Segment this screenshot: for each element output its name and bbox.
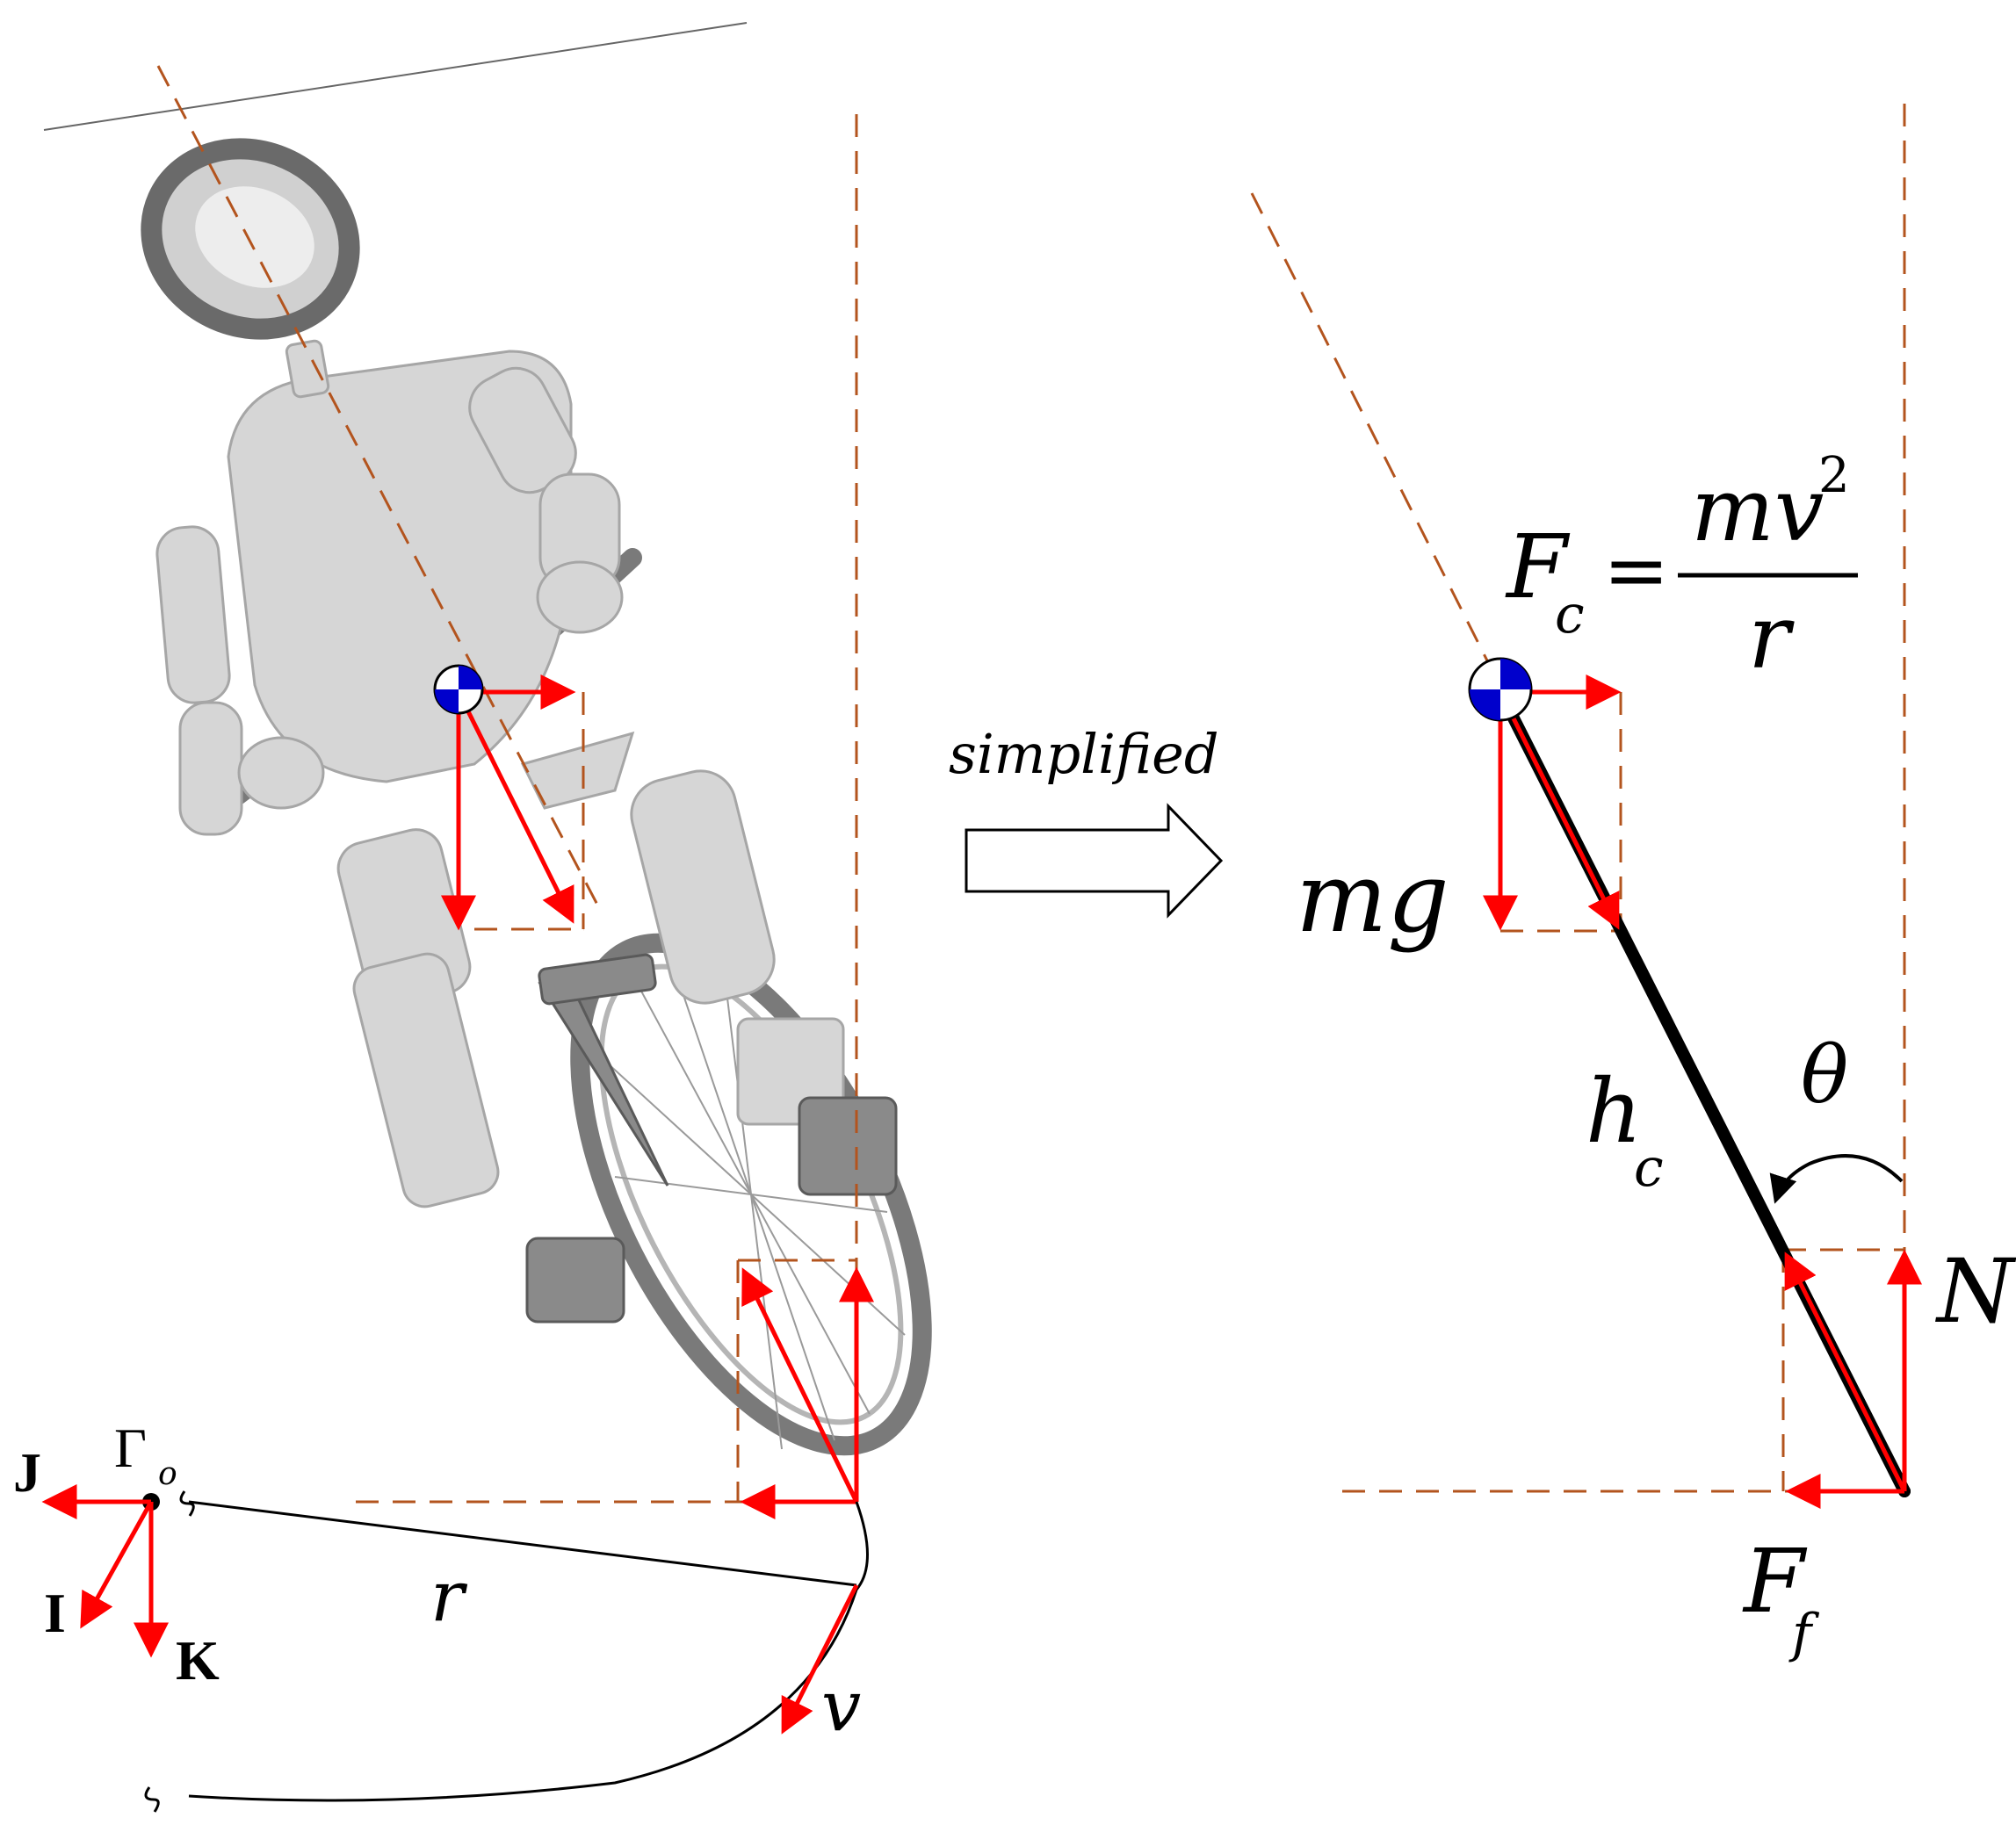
rider-figure [43, 22, 932, 1456]
centripetal-force-label: F [1505, 516, 1571, 618]
ground-resultant-arrow [1784, 1252, 1907, 1493]
left-hand [237, 736, 325, 810]
axis-I-label: I [44, 1582, 66, 1644]
center-of-mass-icon [433, 664, 484, 715]
equals-sign: = [1603, 524, 1669, 617]
head-highlight [195, 186, 314, 288]
gamma-label: Γ [114, 1417, 147, 1479]
simplified-label: simplified [949, 722, 1219, 786]
hollow-arrow-right-icon [965, 803, 1224, 919]
normal-force-label: N [1935, 1240, 2016, 1343]
height-subscript: c [1634, 1137, 1664, 1199]
right-thigh [630, 769, 776, 1005]
path-break-bottom [144, 1786, 160, 1813]
axis-I-arrow [80, 1500, 154, 1629]
gamma-subscript: o [158, 1456, 177, 1492]
lean-axis-line-right [1250, 192, 1502, 688]
saddle [520, 731, 635, 810]
formula-exponent: 2 [1818, 447, 1850, 504]
ground-resultant-arrow-left [741, 1267, 859, 1504]
right-hand [536, 560, 624, 634]
friction-force-label: F [1742, 1530, 1808, 1633]
resultant-arrow [1498, 690, 1620, 930]
center-of-mass-icon-right [1468, 657, 1533, 722]
coordinate-frame [41, 1484, 169, 1658]
lean-axis-line [156, 65, 599, 905]
formula-numerator: mv [1691, 458, 1824, 561]
radius-line [188, 1500, 857, 1587]
axis-J-label: J [13, 1441, 41, 1504]
centripetal-force-subscript: c [1555, 584, 1585, 646]
gravity-label: mg [1296, 841, 1449, 954]
neck [285, 339, 330, 399]
turn-path [188, 1501, 869, 1802]
left-upper-arm [155, 525, 231, 704]
ground-edge [43, 22, 748, 131]
velocity-arrow [781, 1583, 859, 1735]
velocity-label: v [821, 1665, 861, 1747]
formula-denominator: r [1748, 586, 1795, 689]
angle-label: θ [1801, 1029, 1848, 1122]
left-foot [525, 1237, 625, 1324]
trajectory [144, 1490, 869, 1813]
height-label: h [1586, 1060, 1642, 1163]
resultant-arrow-left [456, 690, 574, 924]
right-foot [798, 1096, 898, 1196]
friction-force-subscript: f [1788, 1603, 1820, 1664]
angle-arc [1769, 1154, 1904, 1204]
left-forearm [178, 701, 243, 836]
axis-K-label: K [176, 1629, 220, 1692]
fork-crown [538, 953, 657, 1006]
path-break-top [179, 1490, 195, 1517]
left-shin [352, 952, 500, 1208]
radius-label: r [430, 1555, 468, 1637]
